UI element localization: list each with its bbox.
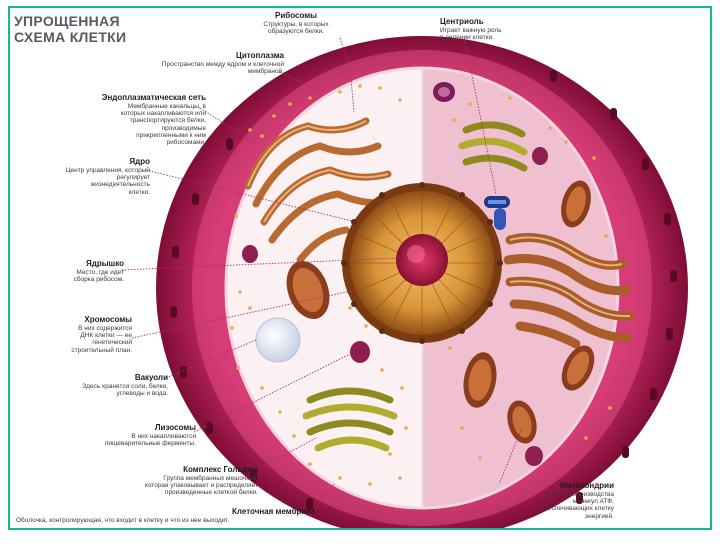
- label-endoplasmic-reticulum: Эндоплазматическая сеть Мембранные канал…: [74, 94, 206, 147]
- diagram-title: УПРОЩЕННАЯ СХЕМА КЛЕТКИ: [14, 14, 126, 45]
- label-golgi-complex: Комплекс Гольджи Группа мембранных мешоч…: [84, 466, 258, 497]
- vacuole: [256, 318, 300, 362]
- label-centriole: Центриоль Играет важную роль в делении к…: [440, 18, 590, 41]
- slide: УПРОЩЕННАЯ СХЕМА КЛЕТКИ Рибосомы Структу…: [8, 6, 712, 530]
- label-nucleolus: Ядрышко Место, где идет сборка рибосом.: [40, 260, 124, 283]
- label-nucleus: Ядро Центр управления, который регулируе…: [14, 158, 150, 196]
- label-cytoplasm: Цитоплазма Пространство между ядром и кл…: [94, 52, 284, 75]
- label-lysosomes: Лизосомы В них накапливаются пищеварител…: [40, 424, 196, 447]
- label-chromosomes: Хромосомы В них содержится ДНК клетки — …: [40, 316, 132, 354]
- label-vacuoles: Вакуоли Здесь хранятся соли, белки, угле…: [24, 374, 168, 397]
- label-cell-membrane: Клеточная мембрана Оболочка, контролирую…: [16, 508, 416, 524]
- label-ribosomes: Рибосомы Структуры, в которых образуются…: [236, 12, 356, 35]
- label-mitochondria: Митохондрии Центры производства молекул …: [494, 482, 614, 520]
